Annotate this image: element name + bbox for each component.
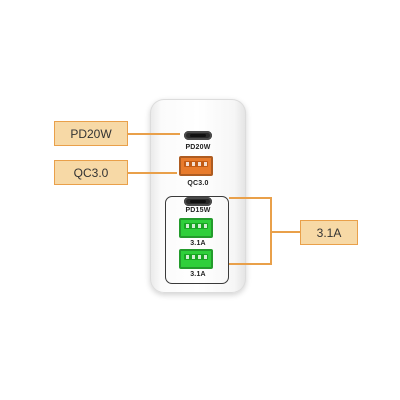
bracket-top-line (229, 197, 271, 199)
leader-line-pd20w (128, 133, 180, 135)
port-label-pd15w: PD15W (185, 207, 211, 214)
usb-a-port-qc30 (179, 156, 213, 176)
fast-charge-port-group-frame (165, 196, 229, 284)
usb-a-port-3-1a-bottom (179, 249, 213, 269)
leader-line-amp (271, 231, 301, 233)
callout-qc30: QC3.0 (54, 160, 128, 185)
port-label-usb1: 3.1A (190, 240, 206, 247)
bracket-bottom-line (229, 263, 271, 265)
usb-a-port-3-1a-top (179, 218, 213, 238)
bracket-vertical-line (270, 197, 272, 265)
port-label-qc30: QC3.0 (187, 180, 209, 187)
port-label-pd20w: PD20W (185, 144, 211, 151)
port-label-usb2: 3.1A (190, 271, 206, 278)
leader-line-qc30 (128, 172, 177, 174)
callout-pd20w: PD20W (54, 121, 128, 146)
callout-3-1a: 3.1A (300, 220, 358, 245)
usb-c-port-pd15w (184, 197, 212, 206)
usb-c-port-pd20w (184, 131, 212, 140)
